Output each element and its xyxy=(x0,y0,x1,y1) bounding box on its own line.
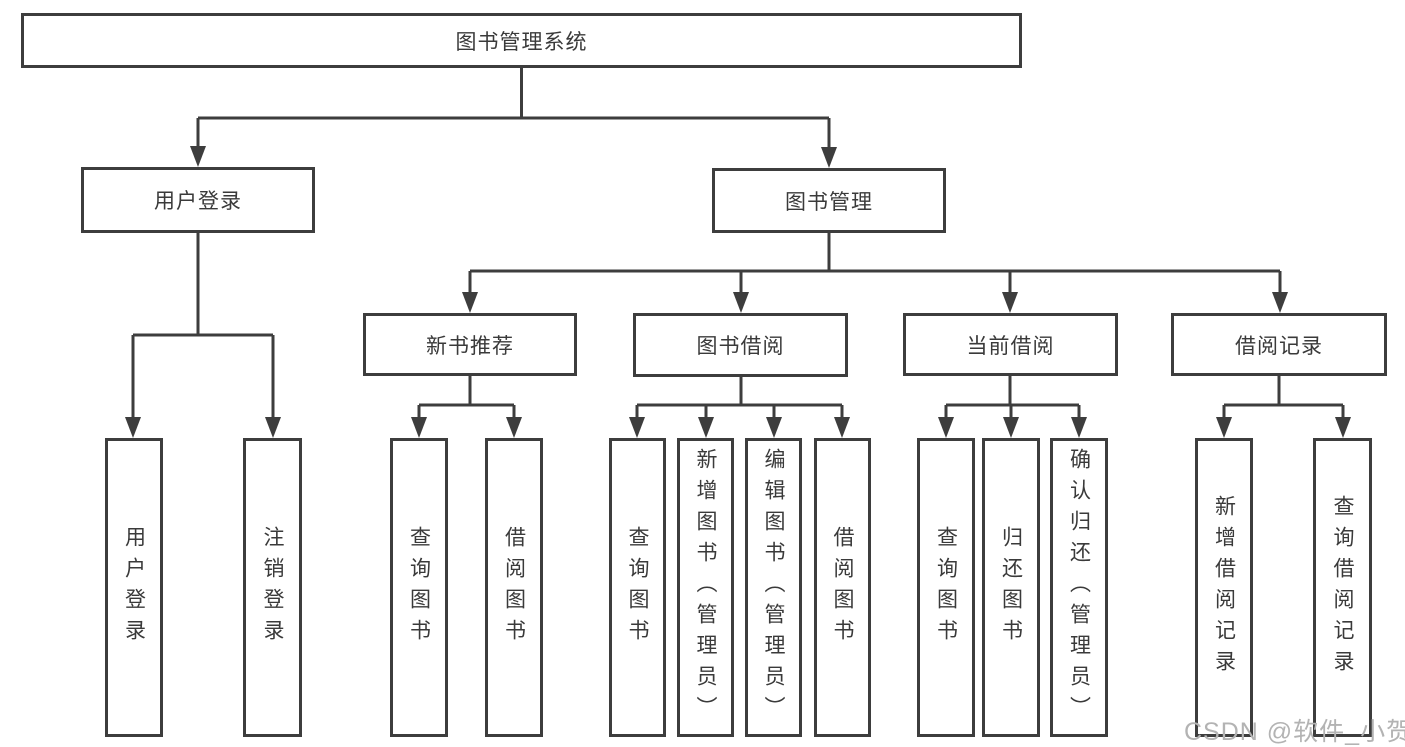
node-book-borrow: 图书借阅 xyxy=(633,313,848,377)
arrowhead xyxy=(629,417,645,438)
arrowhead xyxy=(125,417,141,438)
connector-borrow-records-to-leaves xyxy=(1216,376,1351,438)
node-new-book-rec: 新书推荐 xyxy=(363,313,577,376)
connector-line xyxy=(1222,376,1345,418)
leaf-br-query-record: 查询借阅记录 xyxy=(1313,438,1372,737)
node-current-borrow: 当前借阅 xyxy=(903,313,1118,376)
connector-current-borrow-to-leaves xyxy=(938,376,1087,438)
arrowhead xyxy=(411,417,427,438)
node-user-login: 用户登录 xyxy=(81,167,315,233)
connector-line xyxy=(417,376,516,418)
arrowhead xyxy=(462,292,478,313)
leaf-cb-confirm-return: 确认归还（管理员） xyxy=(1050,438,1108,737)
arrowhead xyxy=(834,417,850,438)
connector-line xyxy=(131,233,275,418)
node-root: 图书管理系统 xyxy=(21,13,1022,68)
leaf-user-login: 用户登录 xyxy=(105,438,163,737)
arrowhead xyxy=(265,417,281,438)
arrowhead xyxy=(938,417,954,438)
leaf-bb-query-book: 查询图书 xyxy=(609,438,666,737)
connector-user-login-to-leaves xyxy=(125,233,281,438)
arrowhead xyxy=(698,417,714,438)
leaf-bb-edit-book: 编辑图书（管理员） xyxy=(745,438,802,737)
arrowhead xyxy=(821,147,837,168)
node-book-mgmt: 图书管理 xyxy=(712,168,946,233)
leaf-bb-add-book: 新增图书（管理员） xyxy=(677,438,734,737)
connector-line xyxy=(944,376,1081,418)
arrowhead xyxy=(506,417,522,438)
arrowhead xyxy=(766,417,782,438)
node-borrow-records: 借阅记录 xyxy=(1171,313,1387,376)
leaf-logout: 注销登录 xyxy=(243,438,302,737)
leaf-cb-query-book: 查询图书 xyxy=(917,438,975,737)
arrowhead xyxy=(1335,417,1351,438)
arrowhead xyxy=(1002,292,1018,313)
connector-root-to-level2 xyxy=(190,68,837,168)
connector-line xyxy=(468,233,1282,293)
leaf-br-add-record: 新增借阅记录 xyxy=(1195,438,1253,737)
leaf-rec-borrow-book: 借阅图书 xyxy=(485,438,543,737)
watermark-text: CSDN @软件_小贺同学 xyxy=(1184,718,1405,746)
arrowhead xyxy=(733,292,749,313)
arrowhead xyxy=(1071,417,1087,438)
arrowhead xyxy=(1216,417,1232,438)
connector-line xyxy=(196,68,831,148)
arrowhead xyxy=(1272,292,1288,313)
connector-book-mgmt-to-level3 xyxy=(462,233,1288,313)
connector-line xyxy=(635,377,844,418)
connector-book-borrow-to-leaves xyxy=(629,377,850,438)
arrowhead xyxy=(1003,417,1019,438)
leaf-cb-return-book: 归还图书 xyxy=(982,438,1040,737)
connector-new-book-rec-to-leaves xyxy=(411,376,522,438)
leaf-bb-borrow-book: 借阅图书 xyxy=(814,438,871,737)
arrowhead xyxy=(190,146,206,167)
leaf-rec-query-book: 查询图书 xyxy=(390,438,448,737)
